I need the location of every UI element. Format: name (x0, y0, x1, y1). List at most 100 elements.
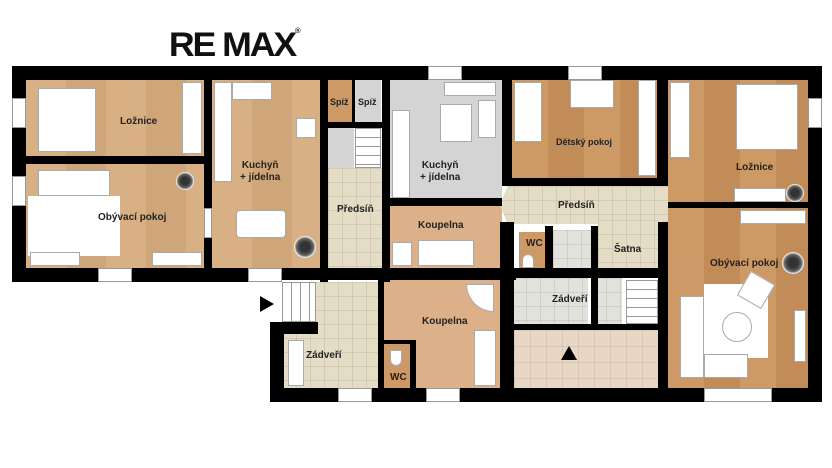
toilet-2 (390, 350, 402, 366)
sofa-1 (38, 170, 110, 196)
label-line: + jídelna (420, 172, 461, 183)
wall-int-1 (204, 66, 212, 282)
toilet-1 (522, 254, 534, 268)
wall-int-7 (390, 198, 502, 206)
rug-1 (28, 196, 120, 256)
wall-int-10 (657, 66, 668, 186)
kitchen-counter-2 (232, 82, 272, 100)
plant-icon (782, 252, 804, 274)
wall-east (808, 66, 822, 402)
shelf (740, 210, 806, 224)
plant-icon (176, 172, 194, 190)
kitchen-counter-5 (478, 100, 496, 138)
label-obyvaci-pokoj-1: Obývací pokoj (98, 212, 167, 223)
stairs-east (626, 280, 658, 324)
entrance-arrow-up-icon (561, 346, 577, 360)
room-satna (598, 220, 658, 268)
wall-int-2 (26, 156, 204, 164)
table-small-1 (296, 118, 316, 138)
terrace (514, 330, 658, 396)
label-satna: Šatna (614, 244, 642, 255)
tv-stand-1 (30, 252, 80, 266)
label-koupelna-2: Koupelna (422, 316, 468, 327)
label-koupelna-1: Koupelna (418, 220, 464, 231)
kitchen-counter-1 (214, 82, 232, 182)
wall-int-14 (378, 280, 384, 390)
label-wc-2: WC (390, 372, 407, 383)
kitchen-counter-3 (392, 110, 410, 198)
window (204, 208, 212, 238)
wall-int-21 (512, 324, 658, 330)
window (428, 66, 462, 80)
label-spiz-1: Spíž (330, 97, 349, 107)
stairs-entrance (282, 282, 316, 322)
wall-int-17 (384, 340, 416, 344)
window (808, 98, 822, 128)
wall-int-11 (668, 202, 808, 208)
wall-int-9 (512, 178, 657, 186)
room-wc-2 (384, 344, 410, 388)
wall-int-18 (545, 226, 553, 278)
wall-int-16 (410, 344, 416, 388)
stairs-center (355, 128, 381, 168)
dining-table-2 (440, 104, 472, 142)
wall-int-6 (352, 80, 355, 122)
wall-zadveri-inner (270, 322, 318, 334)
logo-text: RE MAX (168, 26, 297, 64)
wall-int-4 (382, 66, 390, 282)
wall-int-15 (500, 222, 514, 398)
bed-double-1 (38, 88, 96, 152)
tv-stand-2 (794, 310, 806, 362)
label-obyvaci-pokoj-2: Obývací pokoj (710, 258, 779, 269)
bed-double-2 (736, 84, 798, 150)
kitchen-counter-4 (444, 82, 496, 96)
label-wc-1: WC (526, 238, 543, 249)
room-hall-small (553, 230, 591, 268)
label-predsin-1: Předsíň (337, 204, 374, 215)
cabinet-1 (152, 252, 202, 266)
wardrobe-1 (182, 82, 202, 154)
bathtub-2 (474, 330, 496, 386)
wall-south (270, 388, 822, 402)
room-zadveri-2 (512, 278, 588, 326)
wall-int-3 (320, 66, 328, 282)
wall-int-5 (328, 122, 382, 128)
plant-icon (294, 236, 316, 258)
cabinet-zadveri (288, 340, 304, 386)
window (338, 388, 372, 402)
wall-north (12, 66, 822, 80)
room-spiz-2 (355, 80, 381, 122)
remax-logo: RE MAX® (168, 26, 301, 64)
wall-int-20 (512, 268, 658, 278)
label-detsky-pokoj: Dětský pokoj (556, 137, 613, 147)
label-loznice-1: Ložnice (120, 116, 158, 127)
label-line: Kuchyň (241, 160, 279, 171)
room-predsin-1 (328, 168, 382, 268)
label-zadveri-1: Zádveří (306, 350, 342, 361)
label-kuchyn-2: Kuchyň + jídelna (420, 160, 460, 184)
sofa-corner-b (704, 354, 748, 378)
dining-table-1 (236, 210, 286, 238)
room-predsin-2 (500, 186, 690, 224)
wardrobe-2 (638, 80, 656, 176)
window (98, 268, 132, 282)
sofa-corner (680, 296, 704, 378)
label-line: + jídelna (240, 172, 281, 183)
wall-zadveri-west (270, 322, 284, 402)
window (704, 388, 772, 402)
label-kuchyn-1: Kuchyň + jídelna (240, 160, 280, 184)
wall-south-west (12, 268, 282, 282)
dresser (734, 188, 786, 202)
label-zadveri-2: Zádveří (552, 294, 588, 305)
window (12, 176, 26, 206)
label-loznice-2: Ložnice (736, 162, 774, 173)
sink-1 (392, 242, 412, 266)
wall-int-8 (502, 66, 512, 186)
window (426, 388, 460, 402)
coffee-table (722, 312, 752, 342)
room-hall-grey (328, 128, 354, 168)
label-line: Kuchyň (421, 160, 459, 171)
label-predsin-2: Předsíň (558, 200, 595, 211)
bed-single (514, 82, 542, 142)
